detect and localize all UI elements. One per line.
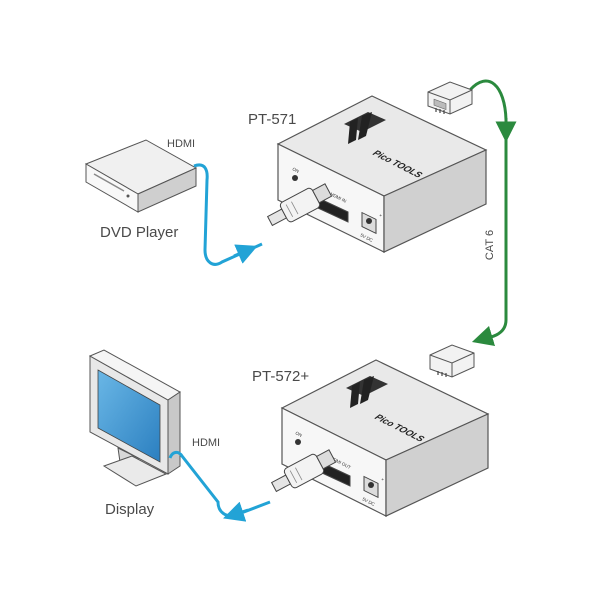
rx-model-label: PT-572+ [252, 368, 309, 385]
kramer-logo-icon [344, 112, 386, 144]
power-plus: + [378, 214, 383, 217]
hdmi-arrow-top [233, 244, 258, 264]
power-plus: + [380, 478, 385, 481]
display-label: Display [105, 501, 155, 518]
cat6-arrow-left [471, 325, 496, 347]
receiver-device: Pico TOOLS ON HDMI OUT 5V DC + [280, 359, 490, 517]
transmitter-device: Pico TOOLS ON HDMI IN 5V DC + [276, 95, 488, 253]
monitor-screen [97, 369, 161, 463]
hdmi-bottom-label: HDMI [192, 437, 220, 449]
led-label: ON [292, 166, 300, 174]
power-label: 5V DC [362, 496, 377, 507]
cat6-cable [468, 79, 508, 342]
hdmi-cable-top [193, 163, 263, 266]
led-label: ON [295, 430, 303, 438]
power-led [295, 439, 301, 445]
power-led [292, 175, 298, 181]
dvd-player-label: DVD Player [100, 224, 178, 241]
hdmi-arrow-bottom [223, 501, 249, 522]
power-label: 5V DC [360, 232, 375, 243]
hdmi-cable-bottom [168, 450, 271, 518]
hdmi-plug-icon [270, 449, 337, 493]
cat6-label: CAT 6 [484, 230, 496, 260]
monitor-icon [88, 349, 181, 487]
tx-model-label: PT-571 [248, 111, 296, 128]
rj45-connector-icon [429, 344, 475, 378]
rj45-connector-icon [427, 81, 473, 115]
hdmi-plug-icon [266, 183, 333, 227]
kramer-logo-icon [346, 376, 388, 408]
dvd-player-icon [84, 139, 198, 213]
hdmi-top-label: HDMI [167, 138, 195, 150]
